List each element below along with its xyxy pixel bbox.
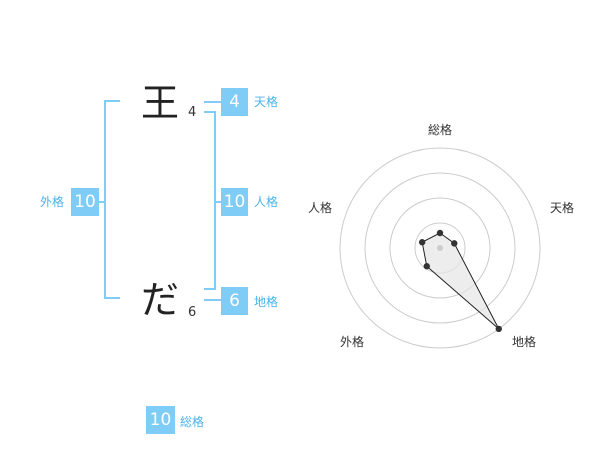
soukaku-label: 総格 (180, 415, 205, 429)
name-char-2: だ (140, 278, 179, 322)
jinkaku-bracket-tick (214, 201, 222, 203)
radar-point-0 (436, 229, 444, 237)
name-char-2-strokes: 6 (188, 305, 197, 320)
soukaku-value: 10 (146, 406, 175, 434)
gaikaku-label: 外格 (40, 195, 65, 209)
radar-ring (389, 197, 491, 299)
jinkaku-bracket-top (204, 111, 216, 113)
radar-area (421, 232, 500, 330)
jinkaku-label: 人格 (254, 195, 279, 209)
radar-label-soukaku: 総格 (428, 123, 453, 137)
tenkaku-label: 天格 (254, 95, 279, 109)
chikaku-value: 6 (221, 287, 248, 315)
radar-point-4 (418, 239, 426, 246)
radar-label-jinkaku: 人格 (308, 201, 333, 215)
jinkaku-bracket-bottom (204, 288, 216, 290)
tenkaku-connector (204, 101, 222, 103)
jinkaku-bracket-vertical (214, 111, 216, 290)
radar-point-2 (495, 325, 502, 333)
gaikaku-bracket-top (104, 100, 120, 102)
gaikaku-value: 10 (71, 188, 99, 216)
radar-ring (339, 147, 541, 349)
tenkaku-value: 4 (221, 88, 248, 116)
name-char-1-strokes: 4 (188, 105, 197, 120)
gaikaku-bracket-vertical (104, 100, 106, 299)
chikaku-label: 地格 (254, 295, 279, 309)
radar-point-1 (451, 240, 458, 247)
jinkaku-value: 10 (221, 188, 248, 216)
radar-center (437, 245, 443, 251)
radar-ring (364, 172, 516, 324)
radar-point-3 (423, 263, 430, 270)
gaikaku-bracket-tick (98, 201, 106, 203)
chikaku-connector (204, 299, 222, 301)
radar-label-chikaku: 地格 (512, 335, 537, 349)
name-char-1: 王 (140, 81, 179, 125)
gaikaku-bracket-bottom (104, 297, 120, 299)
radar-label-tenkaku: 天格 (550, 201, 575, 215)
radar-label-gaikaku: 外格 (340, 335, 365, 349)
